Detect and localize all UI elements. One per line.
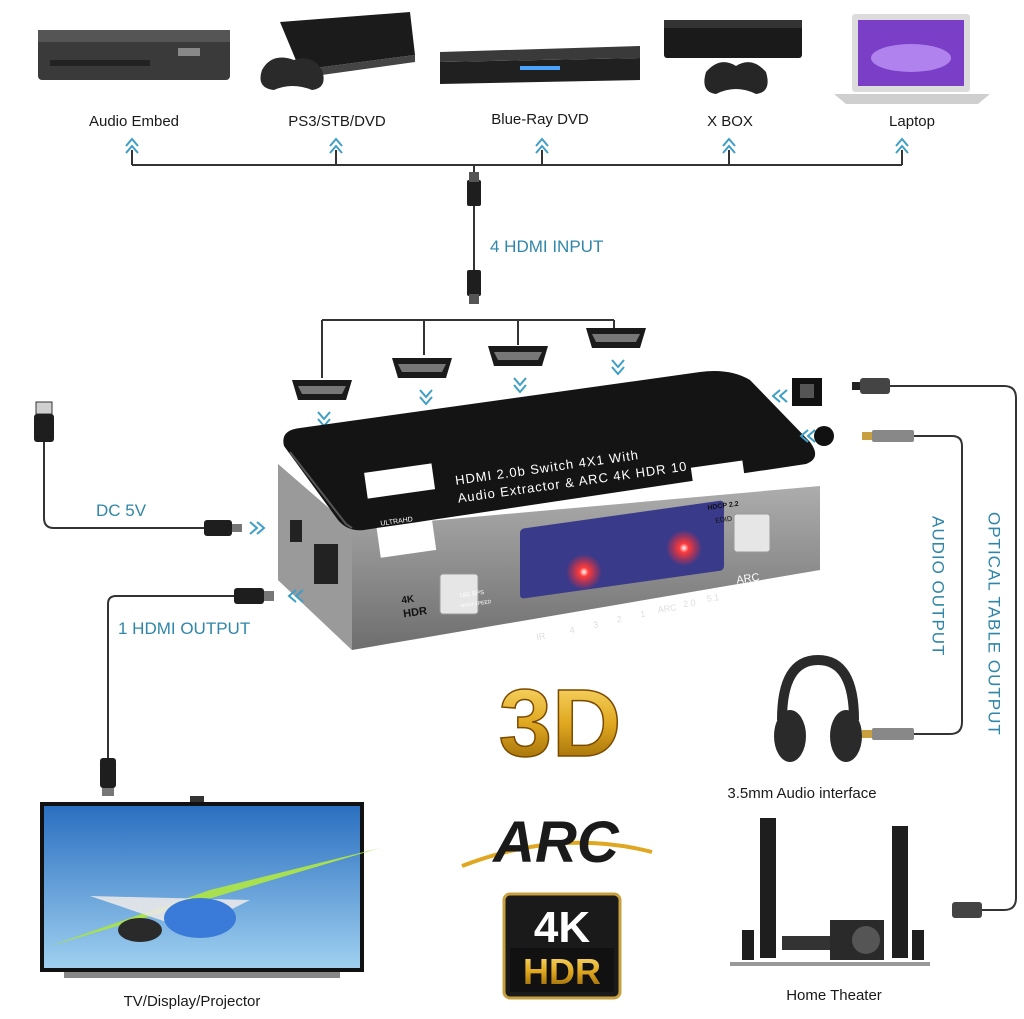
aux-plug-icon xyxy=(862,430,914,740)
hdmi-plug-icon xyxy=(392,358,452,378)
headphones-label: 3.5mm Audio interface xyxy=(727,785,876,802)
hdcp-badge xyxy=(690,460,746,490)
led-indicator-active xyxy=(666,530,702,566)
speed-subtext: HIGH SPEED xyxy=(460,599,492,609)
optical-output-label: OPTICAL TABLE OUTPUT xyxy=(985,512,1004,736)
audio-embed-device-icon xyxy=(38,30,230,80)
tv-display-icon xyxy=(40,796,380,978)
hdmi-switch-device xyxy=(278,371,820,650)
speed-text: 18G BPS xyxy=(459,590,485,599)
device-4k-logo xyxy=(364,463,436,499)
source-label: PS3/STB/DVD xyxy=(288,113,386,130)
ps3-console-icon xyxy=(260,12,415,90)
right-arrows xyxy=(771,389,816,443)
input-down-arrows xyxy=(317,359,625,428)
indicator-label: 4 xyxy=(569,625,575,636)
arc-label: ARC xyxy=(736,571,761,586)
source-label: Audio Embed xyxy=(89,113,179,130)
select-label: SELECT xyxy=(442,650,487,668)
optical-port-icon xyxy=(792,378,822,406)
hdr-badge-text: HDR xyxy=(523,951,601,992)
audio-cables xyxy=(890,385,1017,911)
indicator-label: 3 xyxy=(593,619,599,630)
mini-hdr-text: HDR xyxy=(403,605,428,620)
hdmi-input-label: 4 HDMI INPUT xyxy=(490,237,603,256)
indicator-label: 1 xyxy=(639,609,645,620)
device-ultrahd-text: ULTRAHD xyxy=(380,516,413,527)
device-4k-text: 4K xyxy=(377,493,406,518)
hdmi-plug-icon xyxy=(586,328,646,348)
output-cables xyxy=(43,440,234,792)
hdmi-plug-icon xyxy=(292,380,352,400)
home-theater-icon xyxy=(730,818,930,966)
usb-port xyxy=(290,520,302,542)
arc-button[interactable] xyxy=(733,513,771,553)
headphones-icon xyxy=(774,654,862,762)
blu-ray-player-icon xyxy=(440,46,640,84)
input-bus-lines xyxy=(131,150,903,378)
4k-badge-text: 4K xyxy=(534,903,590,952)
source-label: X BOX xyxy=(707,113,753,130)
indicator-label: ARC xyxy=(657,602,678,615)
hdmi-plug-icon xyxy=(488,346,548,366)
hdmi-input-plugs xyxy=(292,328,646,400)
laptop-icon xyxy=(834,14,990,104)
mini-4k-text: 4K xyxy=(401,594,416,607)
source-up-arrows xyxy=(125,137,909,154)
indicator-label: 2 xyxy=(616,614,622,625)
home-theater-label: Home Theater xyxy=(786,987,882,1004)
hdmi-connector-top-icon xyxy=(467,172,481,304)
indicator-label: 2.0 xyxy=(683,598,697,610)
micro-usb-plug-icon xyxy=(204,520,242,536)
4k-hdr-badge xyxy=(502,892,622,1000)
dc-power-label: DC 5V xyxy=(96,501,147,520)
audio-jack-port-icon xyxy=(814,426,834,446)
optical-plug-icon xyxy=(852,378,982,918)
device-mini-4k-hdr-badge xyxy=(376,520,437,558)
source-label: Blue-Ray DVD xyxy=(491,111,589,128)
select-button[interactable] xyxy=(439,573,479,615)
indicator-label: IR xyxy=(536,631,547,642)
arc-badge-text: ARC xyxy=(491,810,620,875)
led-indicator-active xyxy=(566,554,602,590)
left-arrows xyxy=(249,521,304,603)
tv-label: TV/Display/Projector xyxy=(124,993,261,1010)
edid-text: EDID xyxy=(715,516,733,525)
source-label: Laptop xyxy=(889,113,935,130)
hdcp-text: HDCP 2.2 xyxy=(707,501,739,512)
hdmi-output-port xyxy=(314,544,338,584)
arc-logo-swoosh xyxy=(461,840,653,868)
hdmi-output-plug-icon xyxy=(100,588,274,796)
usb-plug-icon xyxy=(34,401,54,442)
3d-badge-text: 3D xyxy=(499,670,622,777)
audio-output-label: AUDIO OUTPUT xyxy=(929,516,948,656)
indicator-label: 5.1 xyxy=(706,592,720,604)
xbox-console-icon xyxy=(664,20,802,94)
hdmi-output-label: 1 HDMI OUTPUT xyxy=(118,619,250,638)
